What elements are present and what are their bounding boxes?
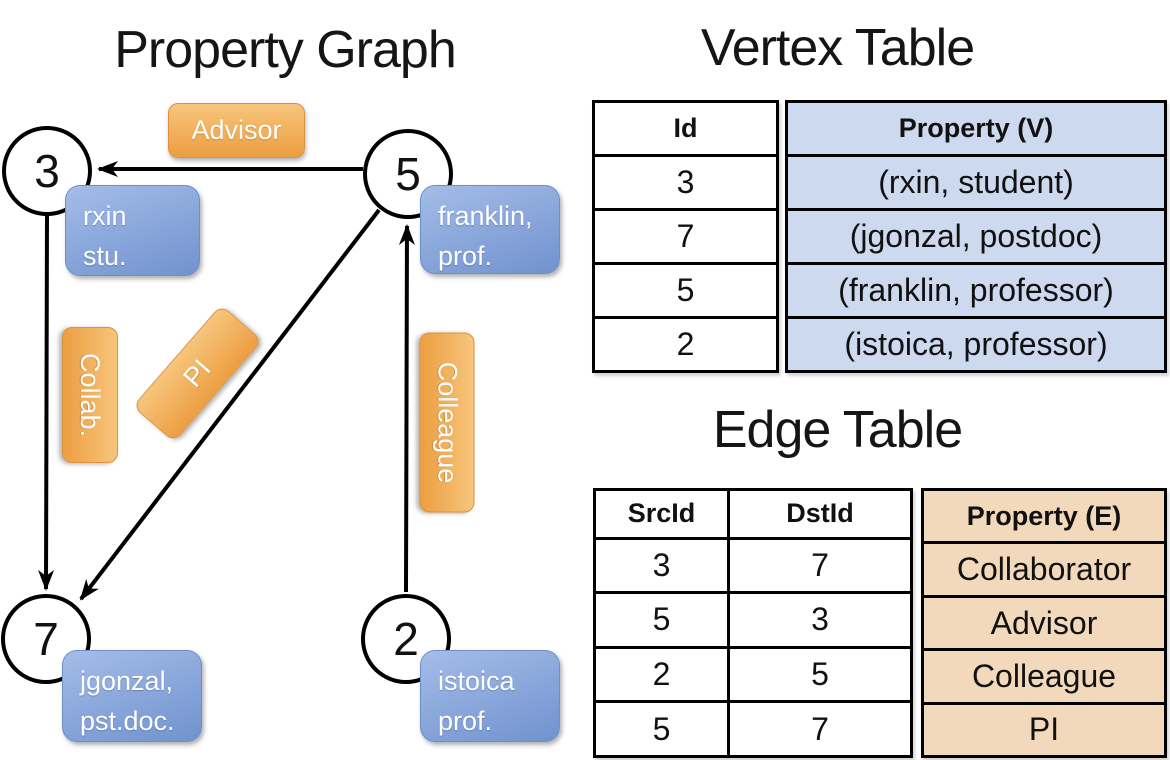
edge-collab-3-to-7 — [38, 213, 55, 591]
column-header: SrcId — [627, 498, 696, 529]
edge-label-collab: Collab. — [62, 327, 118, 463]
table-cell: 5 — [596, 700, 727, 755]
table-cell: 2 — [596, 645, 727, 701]
table-cell: 7 — [727, 536, 910, 592]
vertex-table: Id 3 7 5 2 Property (V) (rxin, student) … — [592, 100, 1167, 373]
table-cell: (istoica, professor) — [788, 316, 1164, 370]
property-graph-title: Property Graph — [114, 21, 457, 79]
vertex-label-franklin: franklin, prof. — [420, 185, 560, 274]
node-id: 7 — [33, 613, 59, 665]
table-cell: (rxin, student) — [788, 154, 1164, 208]
table-cell: Colleague — [924, 648, 1164, 702]
edge-table-property-column: Property (E) Collaborator Advisor Collea… — [921, 488, 1167, 758]
table-cell: 7 — [727, 700, 910, 755]
table-cell: 5 — [595, 262, 776, 316]
table-cell: 3 — [595, 154, 776, 208]
table-cell: (franklin, professor) — [788, 262, 1164, 316]
table-cell: Collaborator — [924, 541, 1164, 595]
table-cell: (jgonzal, postdoc) — [788, 208, 1164, 262]
table-cell: 3 — [727, 591, 910, 646]
vertex-table-property-column: Property (V) (rxin, student) (jgonzal, p… — [785, 100, 1167, 373]
vertex-table-title: Vertex Table — [700, 19, 975, 77]
table-cell: 3 — [596, 536, 727, 592]
column-header: Property (V) — [788, 103, 1164, 154]
edge-table: SrcId DstId 3 7 5 3 2 5 5 7 Property (E)… — [593, 488, 1167, 758]
table-cell: 5 — [596, 591, 727, 646]
vertex-label-rxin: rxin stu. — [65, 185, 200, 276]
edge-table-id-columns: SrcId DstId 3 7 5 3 2 5 5 7 — [593, 488, 913, 758]
graph-edges — [38, 161, 415, 601]
edge-pi-5-to-7 — [79, 208, 381, 601]
table-cell: 5 — [727, 645, 910, 701]
edge-label-colleague: Colleague — [419, 332, 475, 513]
vertex-label-istoica: istoica prof. — [420, 650, 560, 742]
table-cell: PI — [924, 701, 1164, 756]
column-header: Id — [673, 113, 698, 143]
node-id: 5 — [395, 148, 421, 200]
table-cell: 2 — [595, 316, 776, 370]
graph-node-2: 2 — [361, 594, 451, 684]
table-cell: Advisor — [924, 594, 1164, 649]
column-header: Property (E) — [924, 491, 1164, 542]
table-cell: 7 — [595, 208, 776, 262]
edge-label-advisor: Advisor — [168, 103, 305, 158]
edge-colleague-2-to-5 — [398, 224, 415, 593]
node-id: 2 — [393, 613, 419, 665]
edge-table-title: Edge Table — [712, 401, 963, 459]
vertex-table-id-column: Id 3 7 5 2 — [592, 100, 779, 373]
node-id: 3 — [34, 145, 60, 197]
column-header: DstId — [727, 491, 910, 537]
vertex-label-jgonzal: jgonzal, pst.doc. — [62, 650, 202, 742]
